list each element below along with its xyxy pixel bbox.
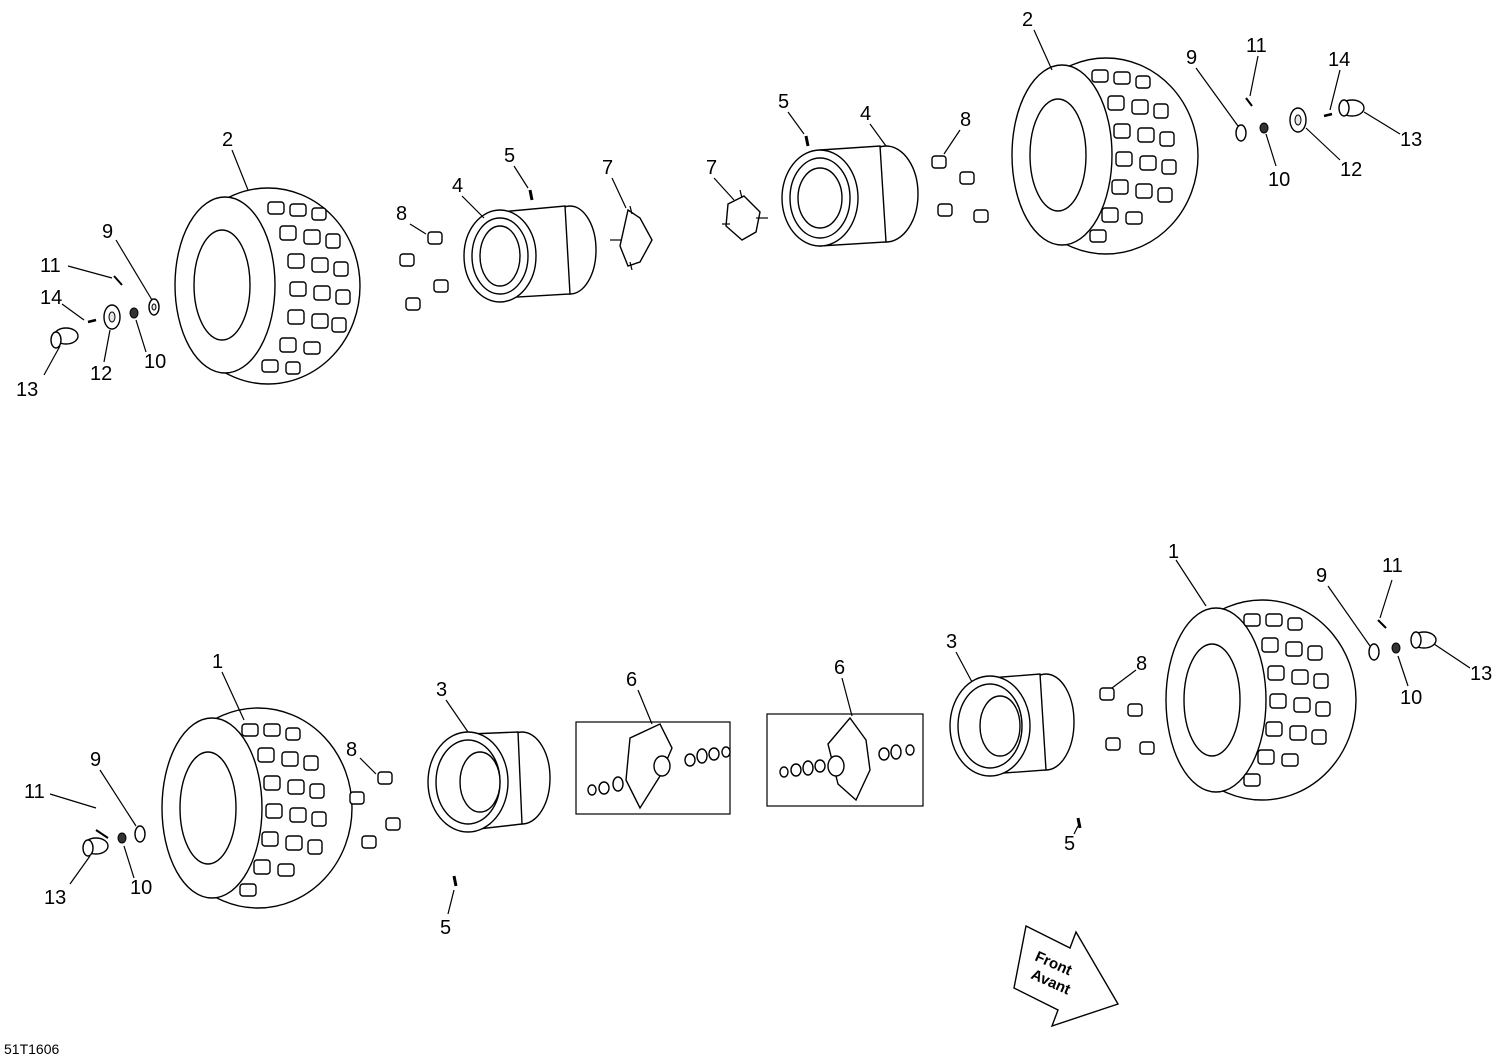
rim-top-left xyxy=(463,205,597,303)
leader-lines xyxy=(43,29,1471,915)
callout-bot-capnut-left: 13 xyxy=(44,887,66,909)
valve-bottom-left xyxy=(452,875,458,887)
front-direction-arrow: Front Avant xyxy=(1013,924,1120,1028)
lugnuts-bottom-left xyxy=(349,771,401,849)
nut-bottom-left xyxy=(117,832,127,844)
callout-bot-tire-right: 1 xyxy=(1168,541,1179,563)
rim-top-right xyxy=(781,145,919,247)
tire-bottom-left xyxy=(161,707,353,909)
callout-labels: 2 9 11 14 13 12 10 8 4 5 7 7 5 4 8 2 9 1… xyxy=(16,9,1492,939)
callout-bot-rim-right: 3 xyxy=(946,631,957,653)
callout-top-capnut-left: 13 xyxy=(16,379,38,401)
capnut-top-left xyxy=(50,327,79,349)
callout-top-tire-right: 2 xyxy=(1022,9,1033,31)
callout-bot-tire-left: 1 xyxy=(212,651,223,673)
rim-bottom-left xyxy=(427,731,551,833)
tire-top-right xyxy=(1011,57,1199,255)
washer-bottom-right xyxy=(1368,643,1380,661)
callout-bot-pin-right: 11 xyxy=(1382,555,1403,577)
callout-bot-valve-left: 5 xyxy=(440,917,451,939)
nut-top-left xyxy=(129,307,139,319)
callout-top-valve-right: 5 xyxy=(778,91,789,113)
disc-top-left xyxy=(103,304,121,330)
tire-top-left xyxy=(174,187,361,385)
nut-top-right xyxy=(1259,122,1269,134)
callout-top-clip-left: 14 xyxy=(40,287,62,309)
pin-bottom-right xyxy=(1377,619,1387,629)
lugnuts-top-left xyxy=(399,231,449,311)
callout-top-nut-right: 10 xyxy=(1268,169,1290,191)
callout-top-pin-left: 11 xyxy=(40,255,61,277)
clip-top-left xyxy=(87,318,97,324)
callout-top-pin-right: 11 xyxy=(1246,35,1267,57)
callout-top-lugs-left: 8 xyxy=(396,203,407,225)
callout-bot-nut-left: 10 xyxy=(130,877,152,899)
pin-top-right xyxy=(1245,97,1253,107)
lugnuts-top-right xyxy=(931,155,989,223)
hub-box-bottom-left xyxy=(575,721,731,815)
capnut-bottom-right xyxy=(1410,631,1437,649)
callout-bot-lugs-left: 8 xyxy=(346,739,357,761)
callout-top-hub-right: 7 xyxy=(706,157,717,179)
callout-top-rim-right: 4 xyxy=(860,103,871,125)
callout-bot-hub-left: 6 xyxy=(626,669,637,691)
callout-bot-nut-right: 10 xyxy=(1400,687,1422,709)
callout-top-rim-left: 4 xyxy=(452,175,463,197)
hub-top-right xyxy=(722,189,768,241)
callout-bot-valve-right: 5 xyxy=(1064,833,1075,855)
callout-top-lugs-right: 8 xyxy=(960,109,971,131)
clip-top-right xyxy=(1323,112,1333,118)
callout-bot-washer-right: 9 xyxy=(1316,565,1327,587)
valve-top-right xyxy=(804,135,810,147)
callout-bot-lugs-right: 8 xyxy=(1136,653,1147,675)
callout-top-hub-left: 7 xyxy=(602,157,613,179)
tire-bottom-right xyxy=(1165,599,1357,801)
disc-top-right xyxy=(1289,107,1307,133)
washer-top-right xyxy=(1235,124,1247,142)
pin-bottom-left xyxy=(95,829,109,839)
pin-top-left xyxy=(113,275,123,286)
rim-bottom-right xyxy=(949,673,1075,777)
callout-top-capnut-right: 13 xyxy=(1400,129,1422,151)
hub-box-bottom-right xyxy=(766,713,924,807)
lugnuts-bottom-right xyxy=(1099,687,1155,755)
capnut-bottom-left xyxy=(82,837,109,857)
diagram-code: 51T1606 xyxy=(4,1041,59,1057)
washer-bottom-left xyxy=(134,825,146,843)
callout-top-clip-right: 14 xyxy=(1328,49,1350,71)
callout-bot-capnut-right: 13 xyxy=(1470,663,1492,685)
callout-bot-pin-left: 11 xyxy=(24,781,45,803)
callout-top-valve-left: 5 xyxy=(504,145,515,167)
washer-top-left xyxy=(148,298,160,316)
callout-top-disc-left: 12 xyxy=(90,363,112,385)
callout-bot-hub-right: 6 xyxy=(834,657,845,679)
callout-bot-washer-left: 9 xyxy=(90,749,101,771)
valve-top-left xyxy=(528,189,534,201)
capnut-top-right xyxy=(1338,99,1365,117)
callout-top-tire-left: 2 xyxy=(222,129,233,151)
callout-top-nut-left: 10 xyxy=(144,351,166,373)
callout-top-washer-right: 9 xyxy=(1186,47,1197,69)
valve-bottom-right xyxy=(1076,817,1082,829)
hub-top-left xyxy=(610,205,653,271)
callout-bot-rim-left: 3 xyxy=(436,679,447,701)
callout-top-washer-left: 9 xyxy=(102,221,113,243)
nut-bottom-right xyxy=(1391,642,1401,654)
callout-top-disc-right: 12 xyxy=(1340,159,1362,181)
